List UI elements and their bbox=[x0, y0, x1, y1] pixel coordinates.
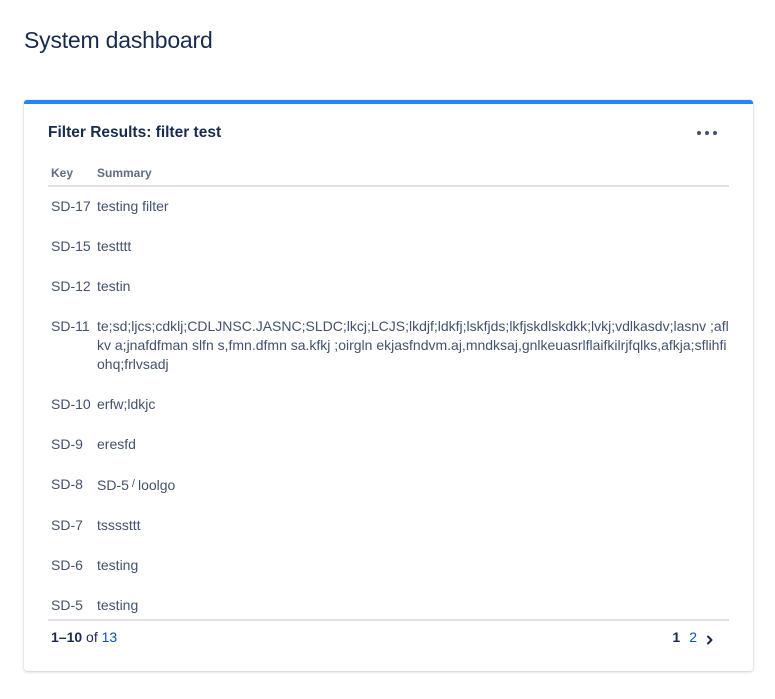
total-count-link[interactable]: 13 bbox=[101, 629, 118, 645]
key-cell: SD-9 bbox=[48, 435, 97, 454]
summary-cell: eresfd bbox=[97, 435, 729, 454]
column-header-key[interactable]: Key bbox=[51, 166, 74, 180]
table-row: SD-12 testin bbox=[48, 267, 729, 307]
table-footer: 1–10 of 13 1 2 bbox=[48, 619, 729, 661]
issue-summary-link[interactable]: testin bbox=[97, 278, 131, 294]
summary-cell: testing bbox=[97, 556, 729, 575]
summary-cell: tssssttt bbox=[97, 516, 729, 535]
issue-key-link[interactable]: SD-10 bbox=[51, 396, 91, 412]
issue-key-link[interactable]: SD-8 bbox=[51, 476, 83, 492]
issue-key-link[interactable]: SD-5 bbox=[51, 597, 83, 613]
key-cell: SD-8 bbox=[48, 475, 97, 495]
key-cell: SD-11 bbox=[48, 317, 97, 374]
issue-key-link[interactable]: SD-15 bbox=[51, 238, 91, 254]
issue-key-link[interactable]: SD-12 bbox=[51, 278, 91, 294]
issue-summary-link[interactable]: testing filter bbox=[97, 198, 169, 214]
chevron-right-icon[interactable] bbox=[705, 635, 715, 645]
summary-cell: te;sd;ljcs;cdklj;CDLJNSC.JASNC;SLDC;lkcj… bbox=[97, 317, 729, 374]
of-label: of bbox=[86, 629, 98, 645]
key-cell: SD-6 bbox=[48, 556, 97, 575]
result-count: 1–10 of 13 bbox=[51, 629, 117, 645]
table-row: SD-10 erfw;ldkjc bbox=[48, 385, 729, 425]
gadget-title: Filter Results: filter test bbox=[48, 124, 222, 141]
column-header-summary[interactable]: Summary bbox=[97, 166, 152, 180]
issue-summary-link[interactable]: testing bbox=[97, 597, 139, 613]
issue-key-link[interactable]: SD-6 bbox=[51, 557, 83, 573]
issue-key-link[interactable]: SD-11 bbox=[51, 318, 90, 334]
issue-summary-link[interactable]: tssssttt bbox=[97, 517, 141, 533]
summary-cell: testttt bbox=[97, 237, 729, 256]
summary-cell: testin bbox=[97, 277, 729, 296]
more-horizontal-icon bbox=[697, 131, 701, 135]
key-cell: SD-5 bbox=[48, 596, 97, 615]
summary-cell: testing filter bbox=[97, 197, 729, 216]
page-title: System dashboard bbox=[24, 27, 213, 53]
key-cell: SD-10 bbox=[48, 395, 97, 414]
more-dot bbox=[705, 131, 709, 135]
table-row: SD-6 testing bbox=[48, 546, 729, 586]
table-row: SD-7 tssssttt bbox=[48, 506, 729, 546]
summary-cell: testing bbox=[97, 596, 729, 615]
key-cell: SD-17 bbox=[48, 197, 97, 216]
issue-key-link[interactable]: SD-17 bbox=[51, 198, 91, 214]
summary-cell: erfw;ldkjc bbox=[97, 395, 729, 414]
table-row: SD-11 te;sd;ljcs;cdklj;CDLJNSC.JASNC;SLDC… bbox=[48, 307, 729, 385]
key-cell: SD-7 bbox=[48, 516, 97, 535]
issue-key-link[interactable]: SD-9 bbox=[51, 436, 83, 452]
issue-summary-link[interactable]: erfw;ldkjc bbox=[97, 396, 156, 412]
issue-summary-link[interactable]: testing bbox=[97, 557, 139, 573]
issue-summary-link[interactable]: loolgo bbox=[137, 477, 176, 493]
issue-summary-link[interactable]: testttt bbox=[97, 238, 132, 254]
table-row: SD-17 testing filter bbox=[48, 187, 729, 227]
more-dot bbox=[713, 131, 717, 135]
key-cell: SD-15 bbox=[48, 237, 97, 256]
table-row: SD-9 eresfd bbox=[48, 425, 729, 465]
table-row: SD-8 SD-5/loolgo bbox=[48, 465, 729, 506]
table-header: Key Summary bbox=[48, 160, 729, 187]
result-range: 1–10 bbox=[51, 629, 83, 645]
parent-separator: / bbox=[131, 478, 135, 490]
page-1-button[interactable]: 1 bbox=[672, 629, 681, 645]
issue-summary-link[interactable]: te;sd;ljcs;cdklj;CDLJNSC.JASNC;SLDC;lkcj… bbox=[97, 318, 729, 372]
parent-issue-link[interactable]: SD-5 bbox=[97, 477, 129, 493]
summary-cell: SD-5/loolgo bbox=[97, 475, 729, 495]
pagination: 1 2 bbox=[663, 629, 715, 645]
page-2-button[interactable]: 2 bbox=[689, 629, 697, 645]
table-row: SD-15 testttt bbox=[48, 227, 729, 267]
issue-key-link[interactable]: SD-7 bbox=[51, 517, 83, 533]
filter-results-gadget: Filter Results: filter test Key Summary … bbox=[24, 100, 753, 671]
issue-summary-link[interactable]: eresfd bbox=[97, 436, 136, 452]
table-row: SD-5 testing bbox=[48, 586, 729, 626]
more-options-button[interactable] bbox=[697, 125, 717, 141]
key-cell: SD-12 bbox=[48, 277, 97, 296]
